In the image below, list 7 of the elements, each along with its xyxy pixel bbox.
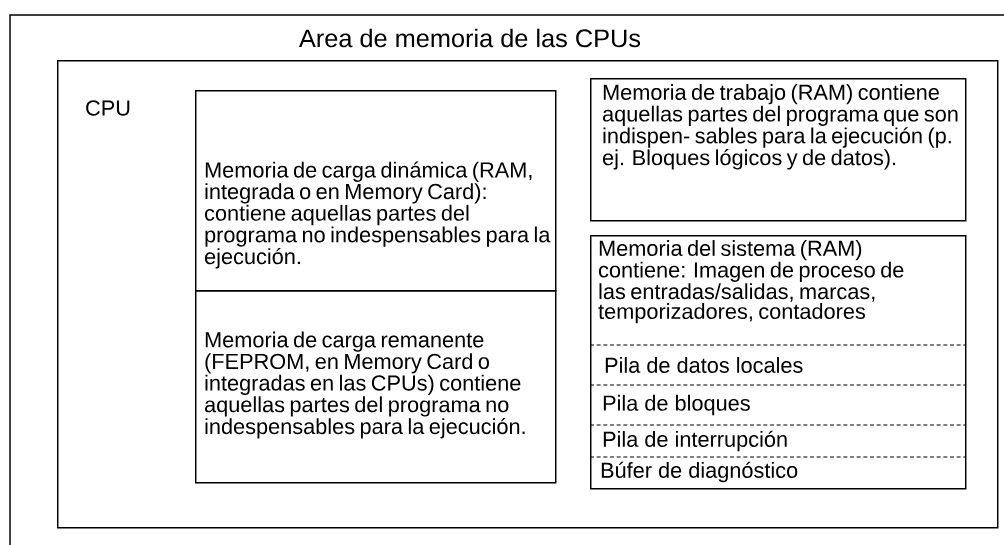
memory-box: Memoria de carga remanente (FEPROM, en Memory Card o integradas en las CPUs) contiene aquellas partes del programa no indespensables para la ejecución. [195,290,557,484]
memory-section: Pila de bloques [589,384,966,416]
memory-section: Búfer de diagnóstico [589,456,966,483]
memory-section: Pila de datos locales [589,344,966,373]
memory-box: Memoria de carga dinámica (RAM, integrada o en Memory Card): contiene aquellas partes del programa no indespensables para la ejecución. [195,90,557,292]
memory-section: Pila de interrupción [589,424,966,452]
memory-box: Memoria de trabajo (RAM) contiene aquellas partes del programa que son indispen- sables para la ejecución (p. ej. Bloques lógicos y de datos). [590,78,967,222]
